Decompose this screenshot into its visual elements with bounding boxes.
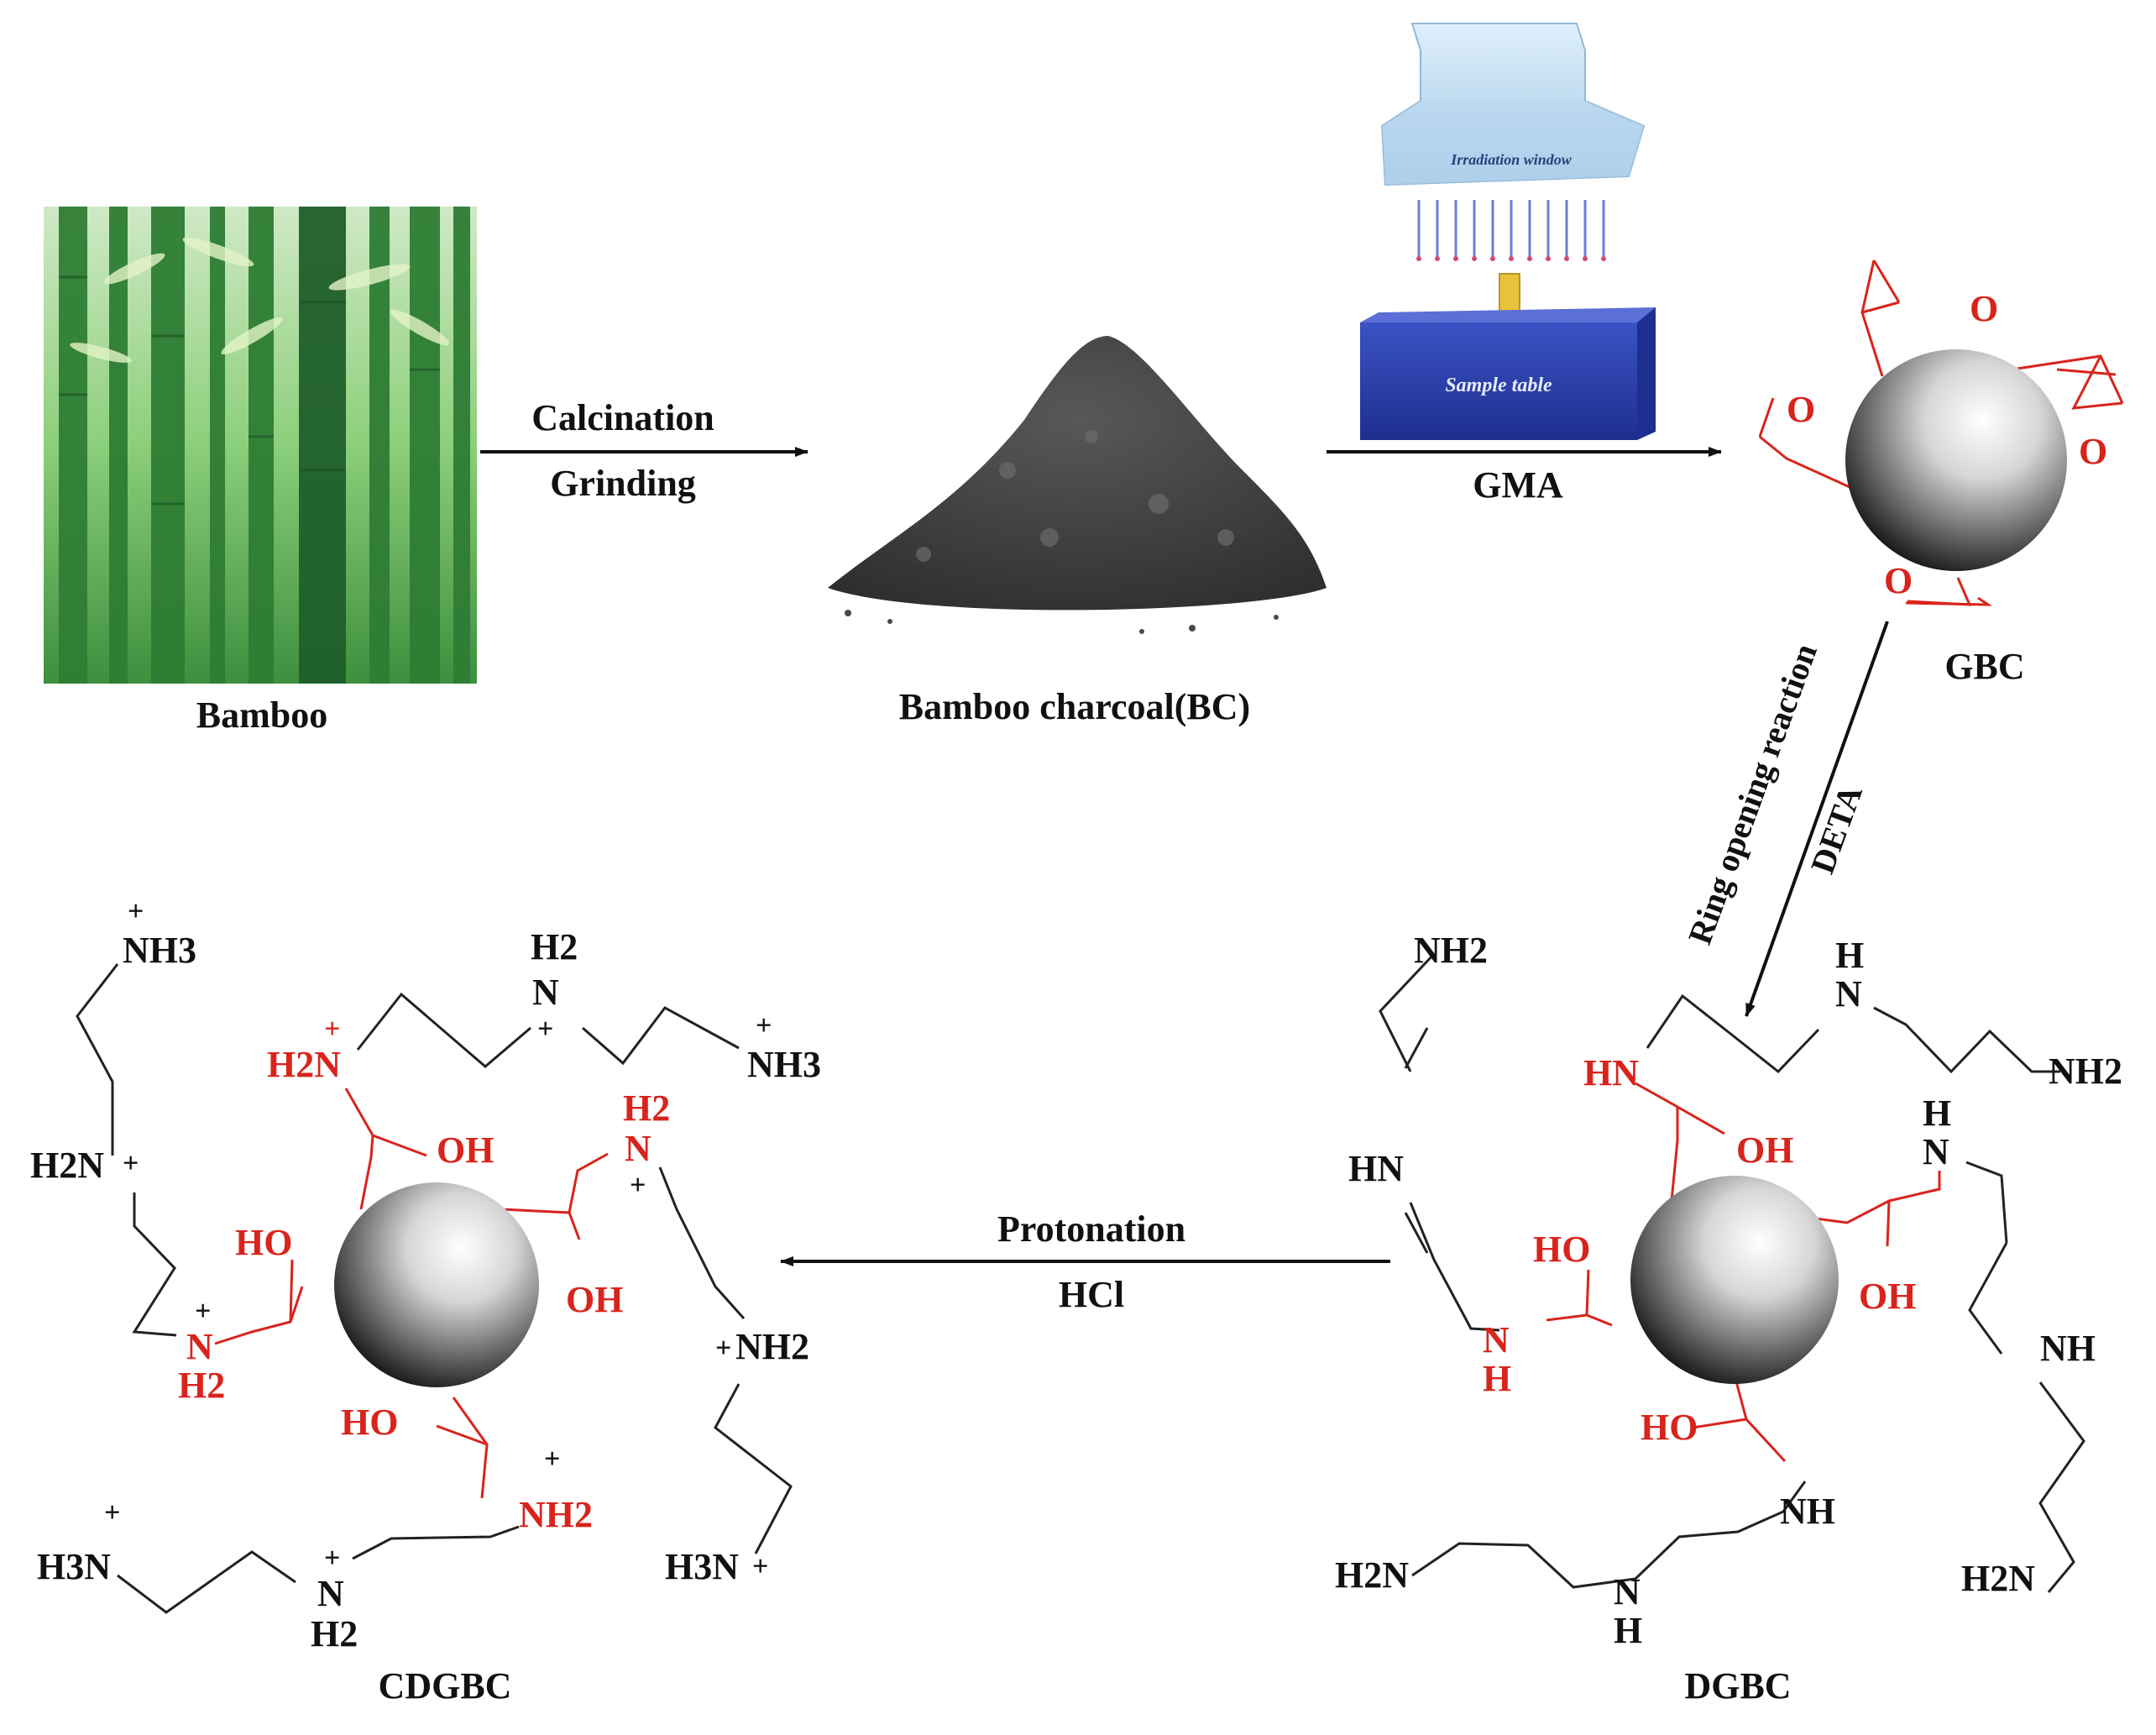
- bamboo-charcoal-label: Bamboo charcoal(BC): [899, 686, 1250, 727]
- sphere-icon: [1630, 1176, 1839, 1384]
- amine-nh2: NH2: [1414, 930, 1488, 971]
- amine-h2: H2: [311, 1613, 358, 1654]
- grinding-label: Grinding: [550, 463, 696, 504]
- irradiation-window-label: Irradiation window: [1450, 151, 1573, 168]
- amine-h2-red: H2: [623, 1088, 670, 1129]
- bamboo-forest-image: [44, 207, 477, 684]
- charcoal-powder-image: [828, 336, 1327, 634]
- amine-hn-red: HN: [1583, 1052, 1639, 1093]
- hcl-label: HCl: [1059, 1274, 1124, 1315]
- amine-nh3: NH3: [747, 1044, 821, 1085]
- ring-opening-arrow: [1745, 621, 1889, 1017]
- dgbc-structure: NH2 HN H N NH2 HN OH H N HO OH N H NH HO…: [1335, 930, 2122, 1651]
- amine-nh2-red: NH2: [519, 1494, 593, 1535]
- dgbc-label: DGBC: [1684, 1665, 1791, 1706]
- amine-nh2: NH2: [2049, 1051, 2122, 1092]
- sphere-icon: [1845, 349, 2067, 571]
- charge-plus: +: [756, 1010, 772, 1041]
- charge-plus-red: +: [324, 1014, 340, 1045]
- epoxide-oxygen: O: [2079, 431, 2107, 472]
- charge-plus: +: [630, 1170, 646, 1201]
- hydroxyl-ho: HO: [1533, 1229, 1590, 1270]
- amine-h-red: H: [1483, 1358, 1511, 1399]
- charge-plus: +: [195, 1296, 211, 1327]
- amine-nh: NH: [2040, 1328, 2096, 1369]
- charge-plus: +: [752, 1551, 768, 1582]
- amine-h2n: H2N: [1961, 1558, 2035, 1599]
- cdgbc-label: CDGBC: [379, 1665, 512, 1706]
- charge-plus: +: [104, 1497, 120, 1528]
- amine-n: N: [317, 1573, 344, 1614]
- hydroxyl-ho: HO: [341, 1402, 398, 1443]
- charge-plus: +: [128, 896, 144, 927]
- amine-h: H: [1614, 1610, 1642, 1651]
- epoxide-oxygen: O: [1884, 560, 1913, 601]
- hydroxyl-oh: OH: [1859, 1276, 1916, 1317]
- amine-h3n: H3N: [37, 1546, 111, 1587]
- amine-hn: HN: [1348, 1148, 1404, 1189]
- amine-n-red: N: [625, 1128, 652, 1169]
- hydroxyl-oh: OH: [566, 1279, 623, 1320]
- calcination-label: Calcination: [531, 397, 714, 438]
- ring-opening-label: Ring opening reaction: [1681, 639, 1824, 950]
- hydroxyl-oh: OH: [437, 1130, 494, 1171]
- amine-n: N: [1923, 1131, 1949, 1172]
- protonation-label: Protonation: [997, 1208, 1185, 1250]
- hydroxyl-ho: HO: [1641, 1407, 1698, 1448]
- charge-plus: +: [537, 1014, 553, 1045]
- hydroxyl-ho: HO: [235, 1222, 292, 1263]
- irradiation-apparatus-image: Irradiation window Sample table: [1360, 23, 1656, 440]
- amine-nh: NH: [1780, 1491, 1835, 1532]
- amine-h: H: [1923, 1093, 1951, 1134]
- sphere-icon: [334, 1182, 539, 1387]
- amine-h2-red: H2: [178, 1365, 225, 1406]
- amine-nh3: NH3: [123, 930, 196, 971]
- amine-n-red: N: [1483, 1319, 1510, 1360]
- amine-n: N: [1835, 973, 1862, 1014]
- amine-n: N: [532, 972, 559, 1013]
- amine-h2n-red: H2N: [267, 1044, 341, 1085]
- amine-n-red: N: [186, 1326, 213, 1367]
- amine-h3n: H3N: [665, 1546, 739, 1587]
- amine-n: N: [1614, 1571, 1641, 1612]
- amine-h2: H2: [531, 926, 578, 967]
- epoxide-oxygen: O: [1970, 288, 1998, 329]
- hydroxyl-oh: OH: [1736, 1130, 1793, 1171]
- charge-plus: +: [544, 1444, 560, 1475]
- epoxide-oxygen: O: [1787, 389, 1815, 430]
- bamboo-label: Bamboo: [196, 695, 327, 736]
- sample-table-label: Sample table: [1445, 375, 1552, 396]
- charge-plus: +: [324, 1543, 340, 1574]
- charge-plus: +: [123, 1148, 139, 1179]
- gma-label: GMA: [1473, 464, 1563, 506]
- gbc-particle: O O O O: [1758, 259, 2124, 606]
- amine-h2n: H2N: [30, 1145, 104, 1186]
- amine-h: H: [1835, 935, 1864, 976]
- amine-nh2: NH2: [735, 1326, 809, 1367]
- amine-h2n: H2N: [1335, 1554, 1409, 1596]
- gbc-label: GBC: [1944, 646, 2024, 687]
- charge-plus: +: [715, 1333, 731, 1364]
- cdgbc-structure: + NH3 H2 N + + NH3 + H2N OH H2 N + H2N +…: [30, 896, 821, 1654]
